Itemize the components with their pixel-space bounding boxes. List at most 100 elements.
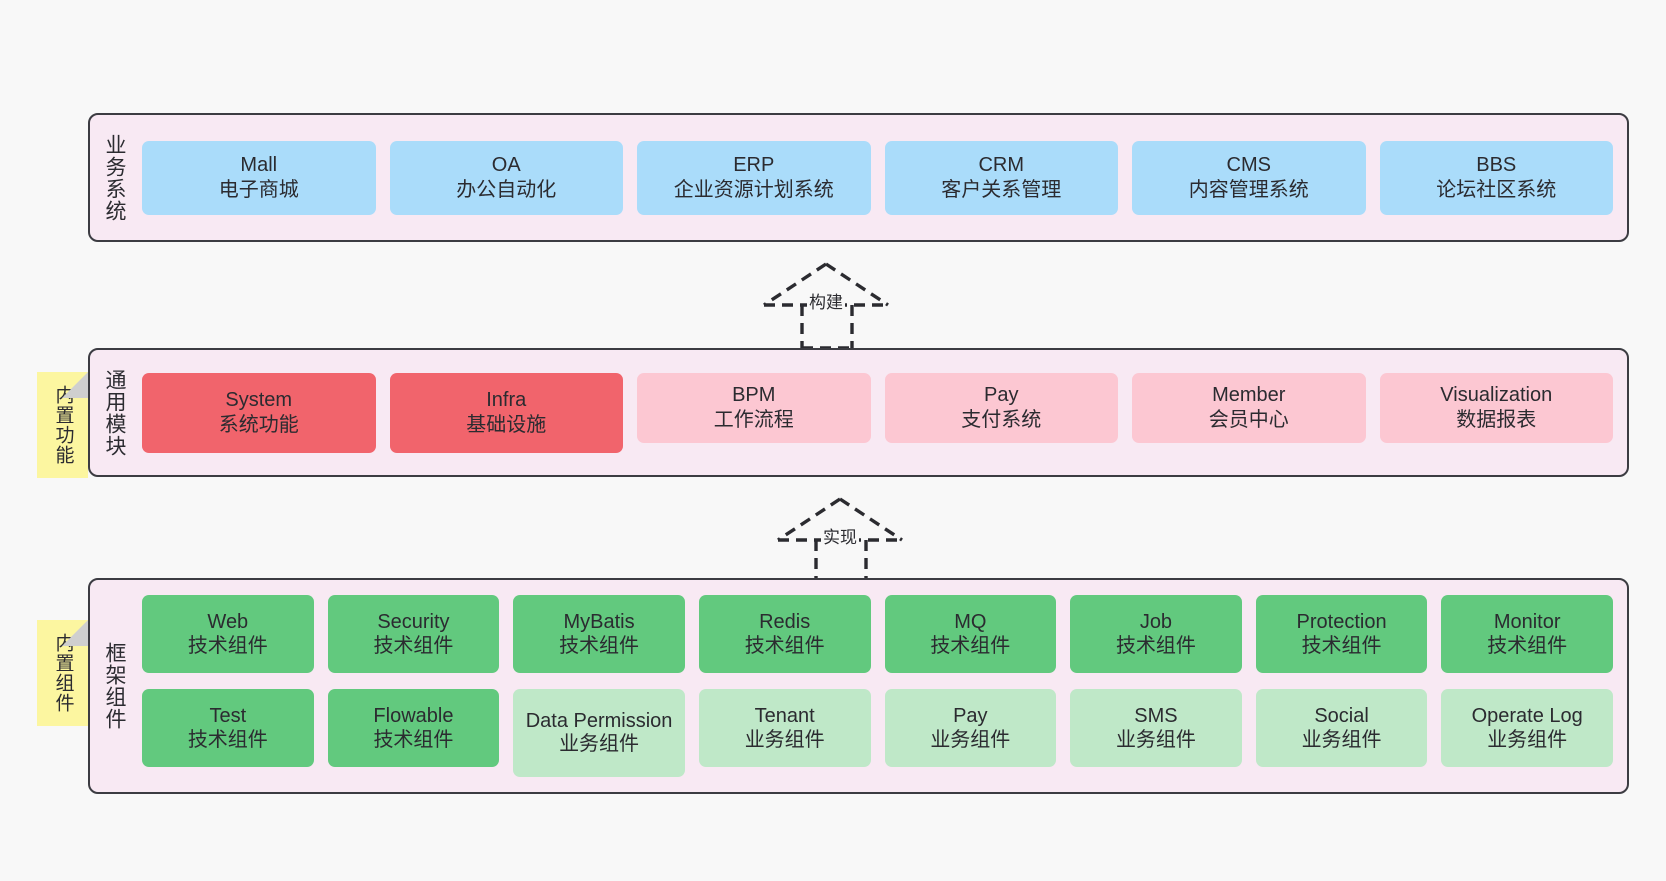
card-title: Visualization [1440,384,1553,407]
card-row: Web 技术组件 Security 技术组件 MyBatis 技术组件 Redi… [142,595,1613,673]
card-member[interactable]: Member 会员中心 [1132,372,1366,443]
card-subtitle: 论坛社区系统 [1436,178,1557,201]
card-subtitle: 技术组件 [744,635,825,657]
card-subtitle: 业务组件 [559,732,640,755]
card-pay-component[interactable]: Pay 业务组件 [884,689,1057,767]
layer-common-modules: 通用模块 System 系统功能 Infra 基础设施 BPM 工作流程 Pay… [88,348,1629,477]
layer-framework-components: 框架组件 Web 技术组件 Security 技术组件 MyBatis 技术组件 [88,578,1629,794]
card-title: Data Permission [525,709,673,732]
card-title: BBS [1476,154,1517,177]
card-subtitle: 企业资源计划系统 [673,178,834,201]
layer-body-business-systems: Mall 电子商城 OA 办公自动化 ERP 企业资源计划系统 CRM 客户关系… [138,115,1627,240]
card-row: Test 技术组件 Flowable 技术组件 Data Permission … [142,689,1613,777]
card-cms[interactable]: CMS 内容管理系统 [1132,140,1366,215]
card-operate-log[interactable]: Operate Log 业务组件 [1441,689,1613,767]
card-infra[interactable]: Infra 基础设施 [389,372,623,453]
card-pay[interactable]: Pay 支付系统 [884,372,1118,443]
card-title: Protection [1296,610,1387,633]
layer-title-framework-components: 框架组件 [102,642,126,730]
card-subtitle: 业务组件 [930,729,1011,751]
card-title: Member [1212,384,1286,407]
card-title: Social [1314,704,1369,727]
card-mybatis[interactable]: MyBatis 技术组件 [513,595,685,673]
card-title: Redis [759,610,811,633]
card-redis[interactable]: Redis 技术组件 [698,595,871,673]
card-title: Flowable [373,704,454,727]
card-flowable[interactable]: Flowable 技术组件 [327,689,500,767]
card-subtitle: 业务组件 [1301,729,1382,751]
card-title: CRM [978,154,1025,177]
card-subtitle: 数据报表 [1456,408,1537,431]
card-erp[interactable]: ERP 企业资源计划系统 [637,140,871,215]
card-title: Job [1139,610,1173,633]
card-rows: Web 技术组件 Security 技术组件 MyBatis 技术组件 Redi… [142,595,1613,777]
layer-title-business-systems: 业务系统 [102,133,126,222]
card-subtitle: 电子商城 [218,178,299,201]
card-subtitle: 业务组件 [1115,729,1196,751]
card-title: MQ [954,610,987,633]
card-subtitle: 技术组件 [1301,635,1382,657]
card-row: Mall 电子商城 OA 办公自动化 ERP 企业资源计划系统 CRM 客户关系… [142,140,1613,215]
card-title: Operate Log [1471,704,1583,727]
layer-body-framework-components: Web 技术组件 Security 技术组件 MyBatis 技术组件 Redi… [138,580,1627,792]
card-title: Web [207,610,249,633]
card-subtitle: 业务组件 [1487,729,1568,751]
card-mq[interactable]: MQ 技术组件 [884,595,1057,673]
connector-implement: 实现 [770,493,920,585]
layer-body-common-modules: System 系统功能 Infra 基础设施 BPM 工作流程 Pay 支付系统… [138,350,1627,475]
connector-build: 构建 [756,258,906,350]
card-visualization[interactable]: Visualization 数据报表 [1379,372,1613,443]
card-oa[interactable]: OA 办公自动化 [389,140,623,215]
sticky-note-label: 内置功能 [52,385,74,465]
card-mall[interactable]: Mall 电子商城 [142,140,376,215]
card-sms[interactable]: SMS 业务组件 [1070,689,1242,767]
sticky-note-builtin-features: 内置功能 [37,372,88,478]
card-title: Mall [240,154,278,177]
card-subtitle: 技术组件 [187,729,268,751]
connector-label-implement: 实现 [821,523,859,548]
card-title: SMS [1134,704,1178,727]
card-subtitle: 内容管理系统 [1188,178,1309,201]
card-title: Monitor [1493,610,1561,633]
card-web[interactable]: Web 技术组件 [142,595,314,673]
card-row: System 系统功能 Infra 基础设施 BPM 工作流程 Pay 支付系统… [142,372,1613,453]
card-subtitle: 会员中心 [1208,408,1289,431]
card-bpm[interactable]: BPM 工作流程 [637,372,871,443]
card-title: Pay [984,384,1019,407]
card-title: ERP [733,154,775,177]
card-crm[interactable]: CRM 客户关系管理 [884,140,1118,215]
card-tenant[interactable]: Tenant 业务组件 [698,689,871,767]
card-subtitle: 业务组件 [744,729,825,751]
layer-business-systems: 业务系统 Mall 电子商城 OA 办公自动化 ERP 企业资源计划系统 CRM… [88,113,1629,242]
card-subtitle: 办公自动化 [456,178,557,201]
card-subtitle: 支付系统 [961,408,1042,431]
card-job[interactable]: Job 技术组件 [1070,595,1242,673]
connector-label-build: 构建 [807,288,845,313]
card-title: Infra [486,389,527,412]
card-subtitle: 技术组件 [373,635,454,657]
card-system[interactable]: System 系统功能 [142,372,376,453]
card-title: System [225,389,293,412]
card-subtitle: 技术组件 [559,635,640,657]
card-social[interactable]: Social 业务组件 [1255,689,1428,767]
card-protection[interactable]: Protection 技术组件 [1255,595,1428,673]
card-subtitle: 技术组件 [187,635,268,657]
card-title: Security [377,610,450,633]
card-subtitle: 技术组件 [373,729,454,751]
card-title: OA [491,154,521,177]
card-title: CMS [1226,154,1271,177]
card-subtitle: 基础设施 [466,413,547,436]
card-title: BPM [732,384,776,407]
card-data-permission[interactable]: Data Permission 业务组件 [513,689,685,777]
card-monitor[interactable]: Monitor 技术组件 [1441,595,1613,673]
card-subtitle: 客户关系管理 [941,178,1062,201]
card-subtitle: 技术组件 [1115,635,1196,657]
card-bbs[interactable]: BBS 论坛社区系统 [1379,140,1613,215]
card-subtitle: 工作流程 [713,408,794,431]
card-test[interactable]: Test 技术组件 [142,689,314,767]
sticky-note-builtin-components: 内置组件 [37,620,88,726]
card-subtitle: 技术组件 [1487,635,1568,657]
layer-title-common-modules: 通用模块 [102,368,126,457]
card-security[interactable]: Security 技术组件 [327,595,500,673]
